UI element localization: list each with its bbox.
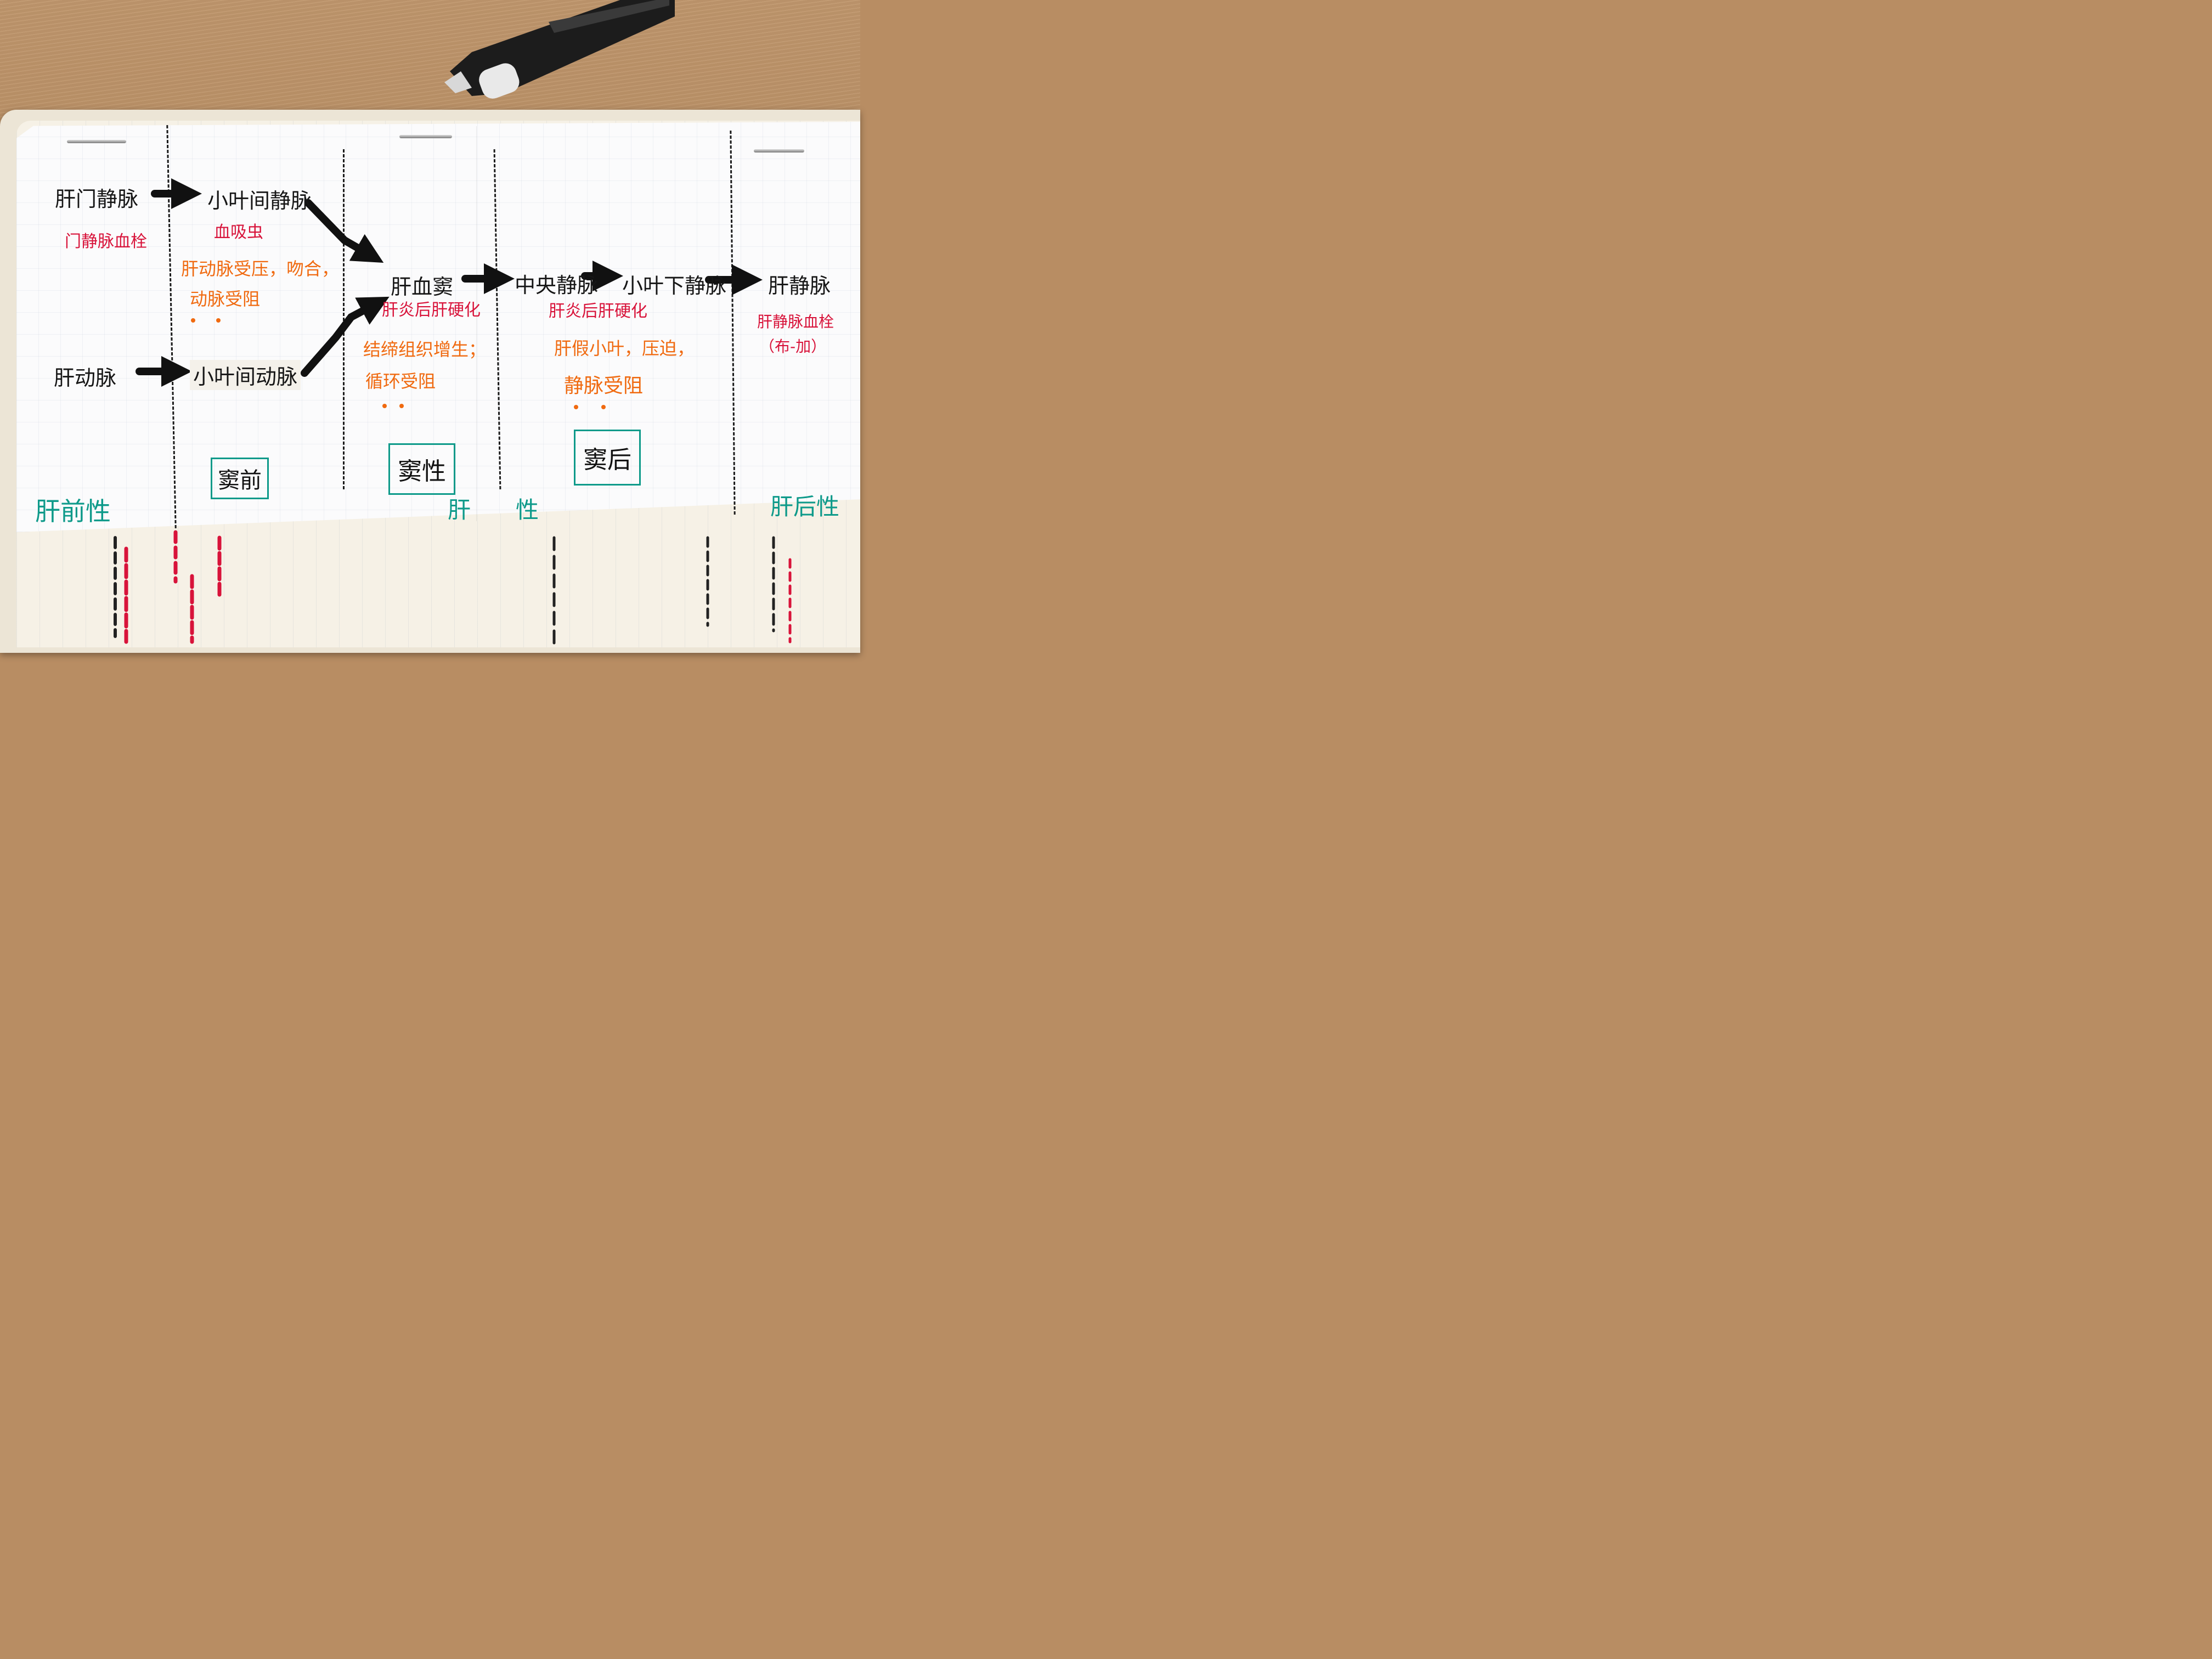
underlying-handwriting [114, 530, 792, 645]
note-sheet [16, 122, 860, 532]
cause-artery-line1: 肝动脉受压，吻合， [181, 258, 340, 279]
category-intrahepatic-left: 肝 [448, 496, 471, 523]
node-portal-vein: 肝门静脉 [55, 187, 139, 211]
emphasis-dot [216, 318, 221, 323]
cause-portal-thrombosis: 门静脉血栓 [65, 232, 147, 251]
emphasis-dot [399, 404, 404, 408]
cause-fibrosis-line1: 结缔组织增生； [363, 339, 487, 360]
box-postsinusoidal: 窦后 [574, 430, 641, 486]
node-hepatic-vein: 肝静脉 [768, 274, 831, 298]
box-sinusoidal: 窦性 [388, 443, 455, 495]
cause-cirrhosis-sinus: 肝炎后肝硬化 [382, 301, 481, 320]
node-central-vein: 中央静脉 [515, 273, 599, 297]
staple [754, 149, 804, 153]
node-sublobular-vein: 小叶下静脉 [622, 274, 727, 298]
cause-schistosome: 血吸虫 [214, 223, 263, 242]
emphasis-dot [601, 405, 606, 409]
cause-hv-thrombosis: 肝静脉血栓 [757, 313, 834, 331]
emphasis-dot [382, 404, 387, 408]
pen-icon [444, 0, 675, 99]
category-prehepatic: 肝前性 [35, 496, 111, 526]
staple [399, 135, 452, 138]
cause-budd-chiari: （布-加） [759, 337, 827, 356]
category-intrahepatic-right: 性 [516, 496, 539, 523]
node-hepatic-artery: 肝动脉 [54, 366, 117, 390]
emphasis-dot [574, 405, 578, 409]
cause-fibrosis-line2: 循环受阻 [365, 371, 436, 392]
cause-pseudolobule-line1: 肝假小叶，压迫， [554, 338, 695, 359]
category-posthepatic: 肝后性 [770, 493, 840, 520]
sheet-fold [476, 126, 477, 521]
node-interlobular-vein: 小叶间静脉 [207, 189, 312, 213]
emphasis-dot [191, 318, 195, 323]
box-presinusoidal: 窦前 [211, 458, 269, 499]
cause-cirrhosis-post: 肝炎后肝硬化 [549, 302, 647, 321]
node-interlobular-artery: 小叶间动脉 [190, 360, 301, 390]
cause-pseudolobule-line2: 静脉受阻 [564, 375, 644, 397]
divider-line [343, 149, 345, 489]
node-sinusoid: 肝血窦 [391, 275, 454, 299]
staple [67, 140, 126, 143]
cause-artery-line2: 动脉受阻 [190, 289, 261, 309]
